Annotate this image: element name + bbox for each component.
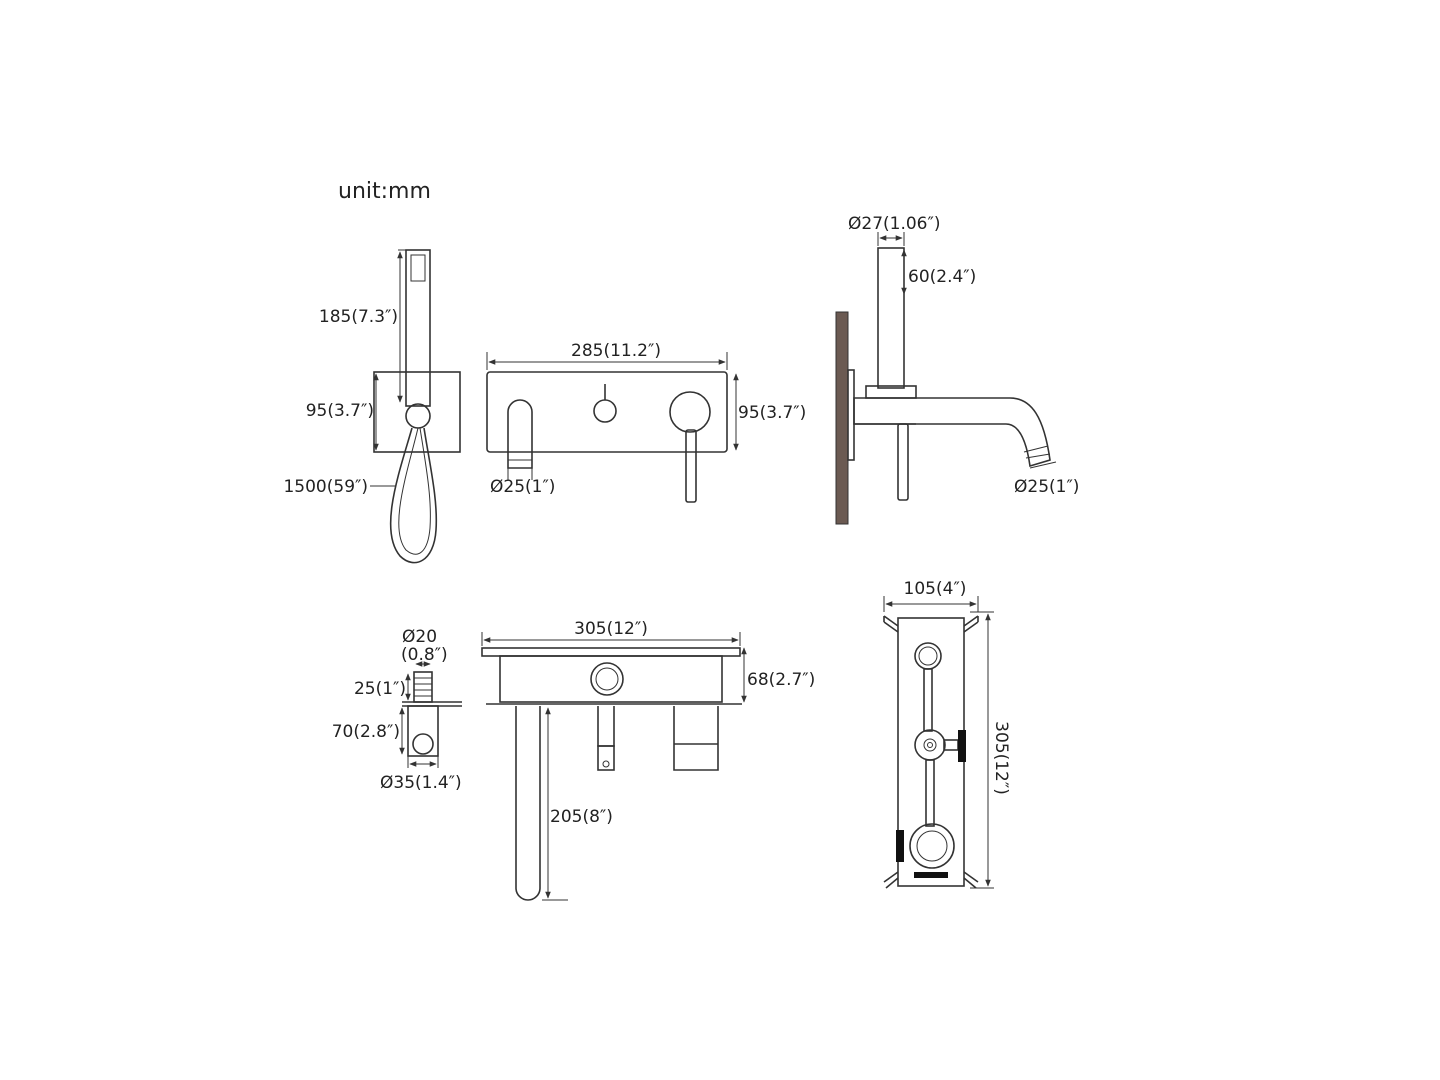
side-handshower (877, 247, 905, 389)
valve-body (499, 655, 723, 703)
label-top-width: 105(4″) (904, 579, 967, 599)
label-body-diameter: Ø35(1.4″) (380, 773, 462, 793)
mixer-handle-base (669, 391, 711, 433)
label-thread-diameter: Ø20 (402, 627, 437, 647)
handshower-view: 185(7.3″) 95(3.7″) 1500(59″) (283, 249, 461, 564)
valve-diverter-stub (597, 745, 615, 771)
label-handshower-diameter: Ø27(1.06″) (848, 214, 940, 234)
label-handshower-head: 60(2.4″) (908, 267, 976, 287)
side-lever (897, 423, 909, 501)
front-plate (486, 371, 728, 453)
valve-body-side: 305(12″) 68(2.7″) 205(8″) (481, 619, 815, 901)
outlet-detail: Ø20 (0.8″) 25(1″) 70(2.8″) Ø35(1.4″) (332, 627, 462, 793)
label-side-spout-diameter: Ø25(1″) (1014, 477, 1079, 497)
handshower-hose (389, 427, 438, 564)
label-front-spout-diameter: Ø25(1″) (490, 477, 555, 497)
handshower-head-window (410, 254, 426, 282)
mixer-lever (685, 429, 697, 503)
top-port-lower (909, 823, 955, 869)
handshower-holder (405, 403, 431, 429)
label-thread-length: 25(1″) (354, 679, 406, 699)
handshower-bracket-plate (373, 371, 461, 453)
unit-label: unit:mm (338, 179, 431, 204)
front-spout (507, 399, 533, 469)
side-spout (853, 397, 1051, 468)
valve-right-block (673, 706, 719, 771)
side-view: Ø27(1.06″) 60(2.4″) Ø25(1″) (835, 214, 1079, 525)
label-thread-diameter-in: (0.8″) (401, 645, 448, 665)
label-handshower-length: 185(7.3″) (319, 307, 398, 327)
front-view: 285(11.2″) 95(3.7″) Ø25(1″) (486, 341, 806, 503)
label-plate-width: 285(11.2″) (571, 341, 661, 361)
label-valve-depth: 68(2.7″) (747, 670, 815, 690)
outlet-body (407, 705, 439, 757)
label-top-height: 305(12″) (991, 721, 1011, 795)
outlet-thread (413, 671, 433, 703)
label-pipe-length: 205(8″) (550, 807, 613, 827)
label-valve-width: 305(12″) (574, 619, 648, 639)
label-plate-height: 95(3.7″) (738, 403, 806, 423)
diverter-knob (593, 399, 617, 423)
valve-long-pipe (515, 706, 541, 901)
valve-port (590, 662, 624, 696)
label-bracket-height: 95(3.7″) (306, 401, 374, 421)
valve-cover-plate (481, 647, 741, 657)
label-body-length: 70(2.8″) (332, 722, 400, 742)
handshower-handle (405, 249, 431, 407)
wall-section (835, 311, 849, 525)
valve-body-top: 105(4″) 305(12″) (883, 579, 1011, 889)
top-port-middle (914, 729, 946, 761)
label-hose-length: 1500(59″) (283, 477, 368, 497)
